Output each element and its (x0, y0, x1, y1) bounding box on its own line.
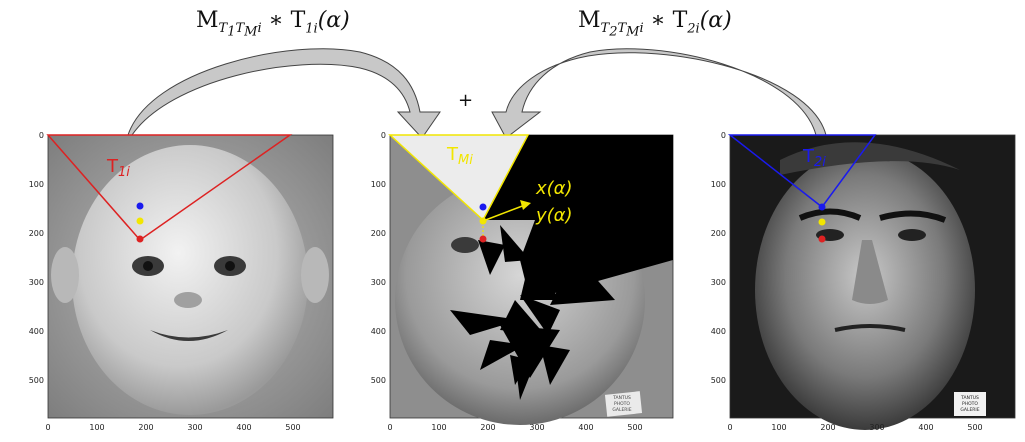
svg-text:0: 0 (387, 423, 392, 432)
svg-text:200: 200 (711, 229, 726, 238)
annotation-x: x(α) (535, 178, 573, 199)
panel-baby: T1i 0 100 200 300 400 500 0 100 200 300 400 50… (29, 131, 334, 432)
formula-left-tsub: 1i (305, 21, 318, 37)
point-red (479, 235, 487, 243)
svg-text:400: 400 (236, 423, 251, 432)
panel-godfather: TANTUS PHOTO GALERIE T2i 0 100 200 300 400… (711, 131, 1016, 432)
point-yellow (479, 217, 487, 225)
svg-text:100: 100 (89, 423, 104, 432)
x-axis-godfather: 0 100 200 300 400 500 (727, 423, 982, 432)
svg-text:300: 300 (711, 278, 726, 287)
svg-text:100: 100 (431, 423, 446, 432)
triangle-t2 (727, 134, 877, 209)
svg-text:500: 500 (285, 423, 300, 432)
svg-text:GALERIE: GALERIE (960, 407, 979, 413)
point-blue (818, 203, 826, 211)
svg-text:200: 200 (138, 423, 153, 432)
triangle-label-t1: T1i (106, 156, 130, 180)
y-axis-baby: 0 100 200 300 400 500 (29, 131, 44, 385)
svg-text:400: 400 (578, 423, 593, 432)
svg-text:0: 0 (381, 131, 386, 140)
svg-text:300: 300 (869, 423, 884, 432)
baby-mouth (150, 330, 228, 341)
point-yellow (818, 218, 826, 226)
svg-text:PHOTO: PHOTO (962, 401, 978, 407)
svg-text:200: 200 (820, 423, 835, 432)
svg-text:PHOTO: PHOTO (614, 401, 630, 407)
formula-left-op: ∗ (268, 8, 284, 33)
formula-right-arg: (α) (699, 8, 732, 33)
point-yellow (136, 217, 144, 225)
svg-text:0: 0 (721, 131, 726, 140)
godfather-right-eye (898, 229, 926, 241)
svg-text:TANTUS: TANTUS (960, 395, 979, 401)
y-axis-godfather: 0 100 200 300 400 500 (711, 131, 726, 385)
point-blue (136, 202, 144, 210)
svg-text:0: 0 (727, 423, 732, 432)
svg-text:300: 300 (29, 278, 44, 287)
svg-text:400: 400 (371, 327, 386, 336)
svg-text:100: 100 (29, 180, 44, 189)
baby-face (72, 145, 308, 415)
svg-text:400: 400 (29, 327, 44, 336)
svg-text:400: 400 (918, 423, 933, 432)
svg-text:TANTUS: TANTUS (612, 395, 631, 401)
svg-text:500: 500 (371, 376, 386, 385)
svg-text:500: 500 (627, 423, 642, 432)
triangle-tm (388, 134, 530, 222)
plus-sign: + (458, 90, 474, 111)
formula-right-m: M (578, 8, 601, 33)
triangle-label-t2: T2i (802, 146, 826, 170)
curved-arrow-right (491, 48, 838, 139)
svg-text:300: 300 (187, 423, 202, 432)
formula-right-t: T (672, 8, 688, 33)
curved-arrow-left (106, 48, 441, 139)
point-red (136, 235, 144, 243)
triangle-label-tm: TMi (446, 144, 473, 168)
triangle-t1 (46, 134, 293, 242)
svg-text:0: 0 (39, 131, 44, 140)
svg-text:500: 500 (711, 376, 726, 385)
svg-text:100: 100 (711, 180, 726, 189)
svg-text:200: 200 (480, 423, 495, 432)
x-axis-morph: 0 100 200 300 400 500 (387, 423, 642, 432)
point-red (818, 235, 826, 243)
svg-text:500: 500 (29, 376, 44, 385)
y-axis-morph: 0 100 200 300 400 500 (371, 131, 386, 385)
formula-left-m: M (196, 8, 219, 33)
svg-text:0: 0 (45, 423, 50, 432)
formula-left: MT1TMi ∗ T1i(α) (196, 8, 350, 40)
point-blue (479, 203, 487, 211)
svg-text:GALERIE: GALERIE (612, 407, 631, 413)
formula-right: MT2TMi ∗ T2i(α) (578, 8, 732, 40)
svg-text:100: 100 (371, 180, 386, 189)
formula-left-t: T (290, 8, 306, 33)
formula-left-sub: T1TMi (218, 21, 262, 40)
formula-left-arg: (α) (317, 8, 350, 33)
svg-text:500: 500 (967, 423, 982, 432)
svg-text:200: 200 (371, 229, 386, 238)
formula-right-op: ∗ (650, 8, 666, 33)
motion-arrow (482, 204, 526, 222)
formula-right-sub: T2TMi (600, 21, 644, 40)
x-axis-baby: 0 100 200 300 400 500 (45, 423, 300, 432)
annotation-y: y(α) (535, 205, 573, 226)
svg-text:300: 300 (529, 423, 544, 432)
svg-text:300: 300 (371, 278, 386, 287)
formula-right-tsub: 2i (687, 21, 700, 37)
panel-morph: TANTUS PHOTO GALERIE TMi x(α) (371, 131, 674, 432)
svg-text:100: 100 (771, 423, 786, 432)
svg-text:400: 400 (711, 327, 726, 336)
svg-text:200: 200 (29, 229, 44, 238)
morph-black-regions (450, 135, 673, 400)
godfather-mouth (834, 324, 906, 332)
